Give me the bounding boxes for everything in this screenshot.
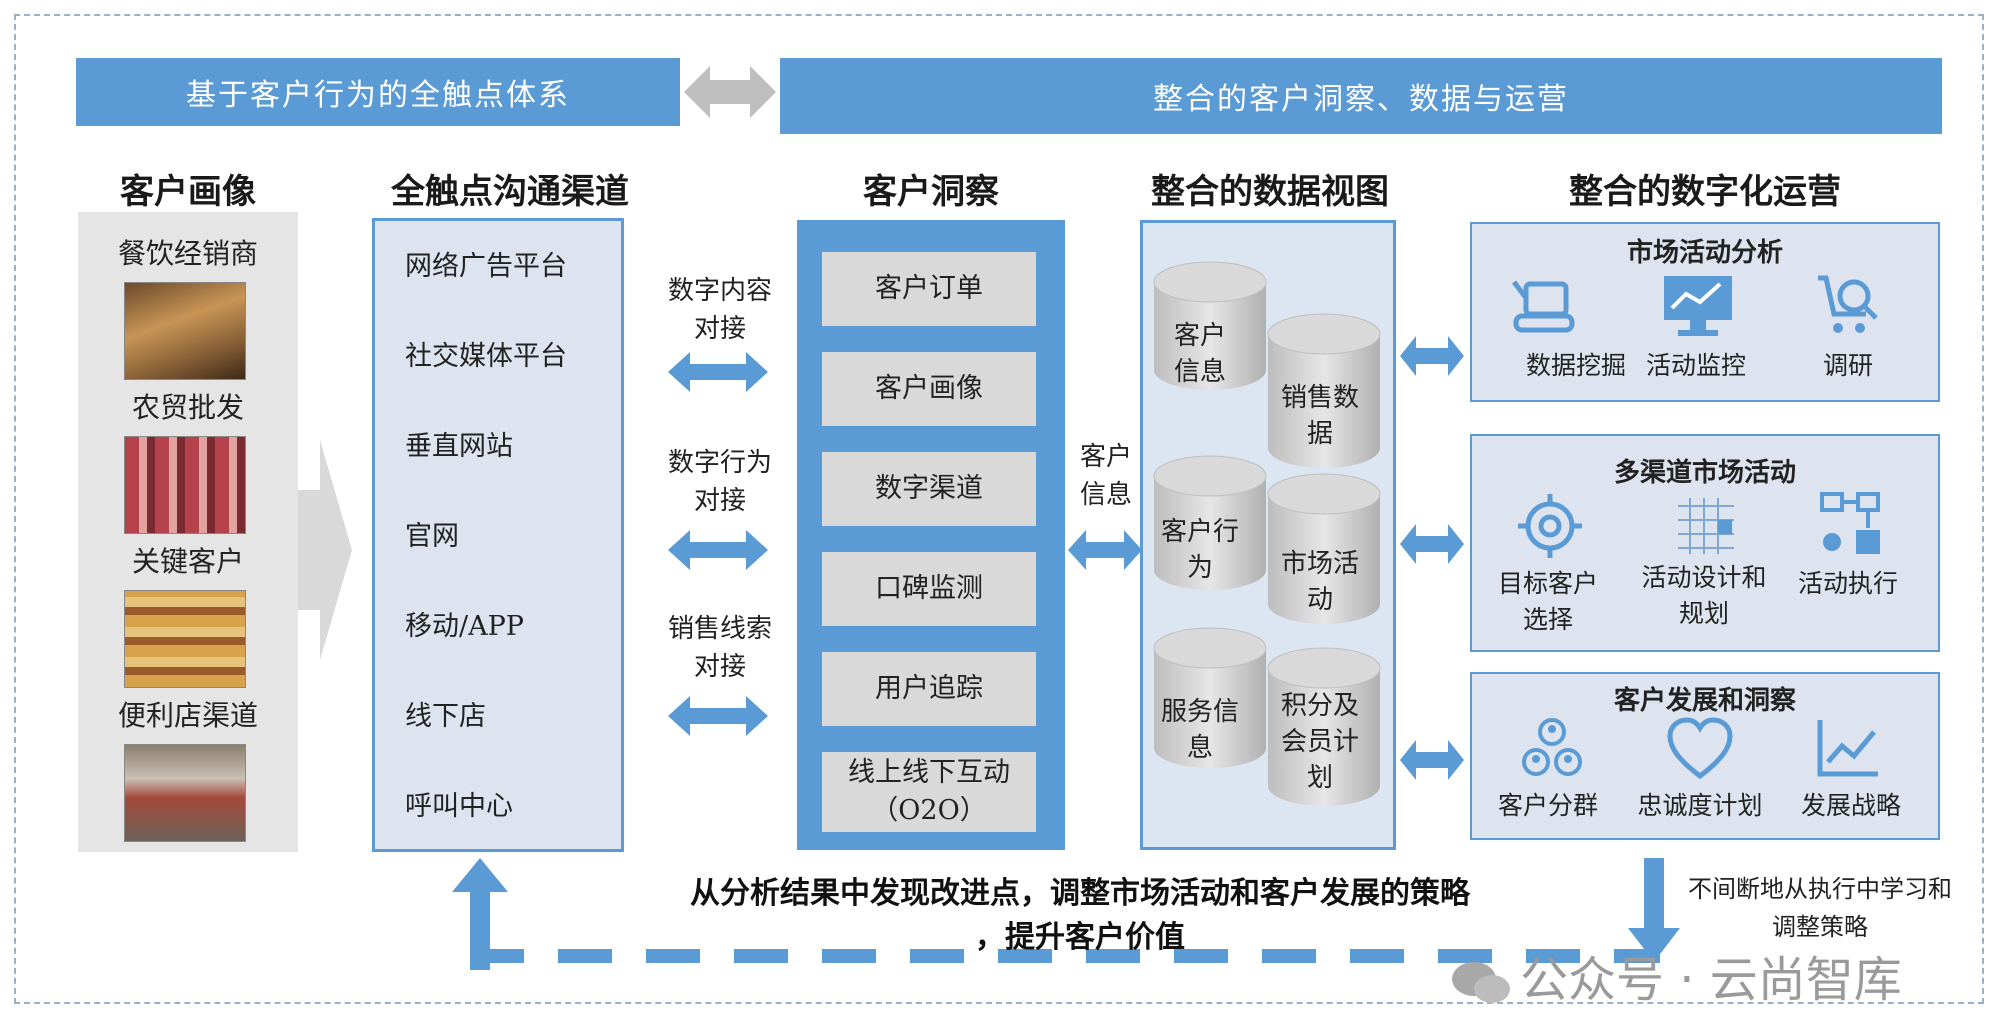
persona-label: 餐饮经销商 bbox=[117, 237, 258, 270]
ops-group-title: 多渠道市场活动 bbox=[1613, 458, 1796, 488]
ops-item-label: 忠诚度计划 bbox=[1637, 791, 1763, 820]
feedback-up-arrow bbox=[452, 858, 508, 970]
connector-double-arrow bbox=[668, 352, 768, 392]
database-cylinder bbox=[1267, 473, 1381, 624]
connector-label: 数字行为对接 bbox=[667, 448, 772, 516]
ops-item-label: 调研 bbox=[1822, 351, 1873, 380]
data-ops-double-arrow bbox=[1400, 336, 1464, 376]
channel-item: 网络广告平台 bbox=[405, 251, 567, 282]
insight-item: 口碑监测 bbox=[822, 552, 1036, 626]
connector-double-arrow bbox=[668, 696, 768, 736]
ops-item-label: 目标客户选择 bbox=[1497, 569, 1598, 634]
ops-item-label: 活动设计和规划 bbox=[1641, 563, 1767, 628]
channel-item: 呼叫中心 bbox=[405, 791, 513, 822]
database-cylinders bbox=[1153, 261, 1381, 806]
ops-item-label: 发展战略 bbox=[1800, 791, 1901, 820]
insight-item: 线上线下互动（O2O） bbox=[822, 752, 1036, 832]
channel-box bbox=[372, 218, 624, 852]
customer-segment-icon bbox=[1522, 718, 1582, 776]
ops-group-title: 市场活动分析 bbox=[1626, 238, 1783, 268]
channel-item: 官网 bbox=[405, 521, 459, 552]
banner-touchpoint-system: 基于客户行为的全触点体系 bbox=[76, 58, 680, 126]
database-label: 市场活动 bbox=[1280, 549, 1359, 615]
wechat-icon bbox=[1452, 962, 1510, 1003]
database-cylinder bbox=[1153, 627, 1267, 768]
ops-item-label: 活动执行 bbox=[1797, 569, 1898, 598]
grid-plan-icon bbox=[1678, 498, 1734, 554]
growth-chart-icon bbox=[1817, 720, 1878, 777]
database-cylinder bbox=[1267, 313, 1381, 468]
data-mining-icon bbox=[1512, 280, 1575, 333]
persona-label: 关键客户 bbox=[131, 545, 244, 578]
insight-item: 客户订单 bbox=[822, 252, 1036, 326]
title-customer-insight: 客户洞察 bbox=[863, 172, 999, 212]
research-icon bbox=[1818, 275, 1878, 333]
feedback-dashed-line bbox=[470, 949, 1660, 963]
watermark-text: 公众号 · 云尚智库 bbox=[1520, 952, 1902, 1008]
feedback-side-note: 不间断地从执行中学习和调整策略 bbox=[1688, 875, 1952, 941]
channel-item: 垂直网站 bbox=[405, 431, 513, 462]
connector-label: 数字内容对接 bbox=[667, 276, 772, 344]
channel-item: 移动/APP bbox=[405, 611, 524, 642]
data-ops-double-arrow bbox=[1400, 740, 1464, 780]
feedback-text-line2: ，提升客户价值 bbox=[975, 920, 1185, 955]
activity-monitor-icon bbox=[1664, 276, 1732, 336]
database-label: 客户行为 bbox=[1160, 517, 1239, 583]
database-label: 积分及会员计划 bbox=[1280, 691, 1359, 793]
database-cylinder bbox=[1153, 455, 1267, 590]
photo-supermarket bbox=[124, 590, 246, 688]
execution-flow-icon bbox=[1820, 492, 1880, 554]
channel-item: 线下店 bbox=[405, 701, 486, 732]
channel-item: 社交媒体平台 bbox=[405, 341, 567, 372]
heart-icon bbox=[1667, 717, 1733, 780]
feedback-down-arrow bbox=[1628, 858, 1680, 962]
title-integrated-digital-ops: 整合的数字化运营 bbox=[1569, 172, 1841, 212]
title-integrated-data-view: 整合的数据视图 bbox=[1151, 172, 1389, 212]
title-all-touchpoint-channels: 全触点沟通渠道 bbox=[391, 172, 629, 212]
watermark: 公众号 · 云尚智库 bbox=[1450, 940, 1902, 1010]
ops-item-label: 活动监控 bbox=[1645, 351, 1746, 380]
feedback-text-line1: 从分析结果中发现改进点，调整市场活动和客户发展的策略 bbox=[690, 876, 1470, 911]
database-cylinder bbox=[1267, 647, 1381, 806]
photo-restaurant bbox=[124, 282, 246, 380]
data-ops-double-arrow bbox=[1400, 524, 1464, 564]
persona-label: 农贸批发 bbox=[131, 391, 244, 424]
title-customer-persona: 客户画像 bbox=[120, 172, 256, 212]
ops-group-title: 客户发展和洞察 bbox=[1613, 686, 1796, 716]
database-label: 服务信息 bbox=[1160, 697, 1239, 763]
insight-item: 客户画像 bbox=[822, 352, 1036, 426]
ops-item-label: 客户分群 bbox=[1497, 791, 1598, 820]
customer-info-label: 客户信息 bbox=[1079, 442, 1132, 510]
persona-to-channel-arrow bbox=[298, 440, 352, 660]
persona-label: 便利店渠道 bbox=[117, 699, 258, 732]
insight-data-double-arrow bbox=[1068, 530, 1142, 570]
database-label: 销售数据 bbox=[1280, 383, 1359, 449]
banner-integrated-insight: 整合的客户洞察、数据与运营 bbox=[780, 58, 1942, 134]
database-cylinder bbox=[1153, 261, 1267, 390]
target-icon bbox=[1518, 494, 1582, 558]
database-label: 客户信息 bbox=[1173, 321, 1226, 387]
insight-item: 用户追踪 bbox=[822, 652, 1036, 726]
photo-convenience-store bbox=[124, 744, 246, 842]
photo-meat-market bbox=[124, 436, 246, 534]
banner-double-arrow bbox=[684, 66, 776, 118]
insight-item: 数字渠道 bbox=[822, 452, 1036, 526]
ops-item-label: 数据挖掘 bbox=[1525, 351, 1626, 380]
connector-label: 销售线索对接 bbox=[667, 614, 772, 682]
connector-double-arrow bbox=[668, 530, 768, 570]
